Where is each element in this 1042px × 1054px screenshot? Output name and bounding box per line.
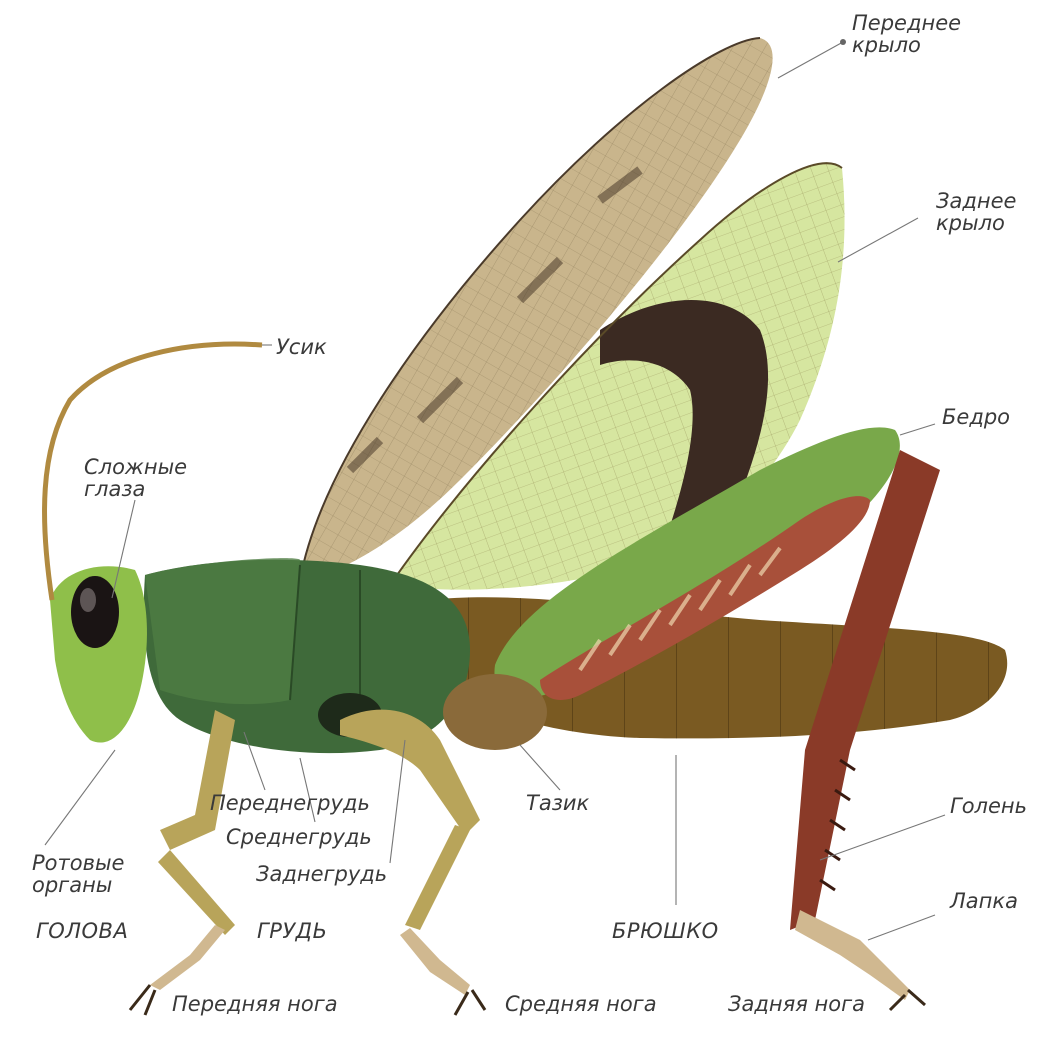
- label-coxa: Тазик: [526, 792, 589, 814]
- label-tarsus: Лапка: [950, 890, 1018, 912]
- label-mouthparts: Ротовые органы: [32, 852, 124, 896]
- label-middle-leg: Средняя нога: [505, 993, 657, 1015]
- front-leg-shape: [130, 710, 235, 1015]
- label-hind-wing: Заднее крыло: [936, 190, 1016, 234]
- label-fore-wing: Переднее крыло: [852, 12, 961, 56]
- label-compound-eyes: Сложные глаза: [84, 456, 187, 500]
- compound-eye-shape: [71, 576, 119, 648]
- label-prothorax: Переднегрудь: [210, 792, 370, 814]
- label-metathorax: Заднегрудь: [256, 863, 387, 885]
- label-hind-leg: Задняя нога: [728, 993, 865, 1015]
- label-femur: Бедро: [942, 406, 1010, 428]
- label-abdomen: БРЮШКО: [612, 920, 719, 942]
- label-head: ГОЛОВА: [36, 920, 128, 942]
- label-mesothorax: Среднегрудь: [226, 826, 372, 848]
- head: [50, 566, 147, 742]
- label-tibia: Голень: [950, 795, 1027, 817]
- hind-tarsus-shape: [795, 910, 910, 1000]
- label-antenna: Усик: [276, 336, 327, 358]
- label-thorax: ГРУДЬ: [257, 920, 327, 942]
- coxa-shape: [443, 674, 547, 750]
- label-front-leg: Передняя нога: [172, 993, 338, 1015]
